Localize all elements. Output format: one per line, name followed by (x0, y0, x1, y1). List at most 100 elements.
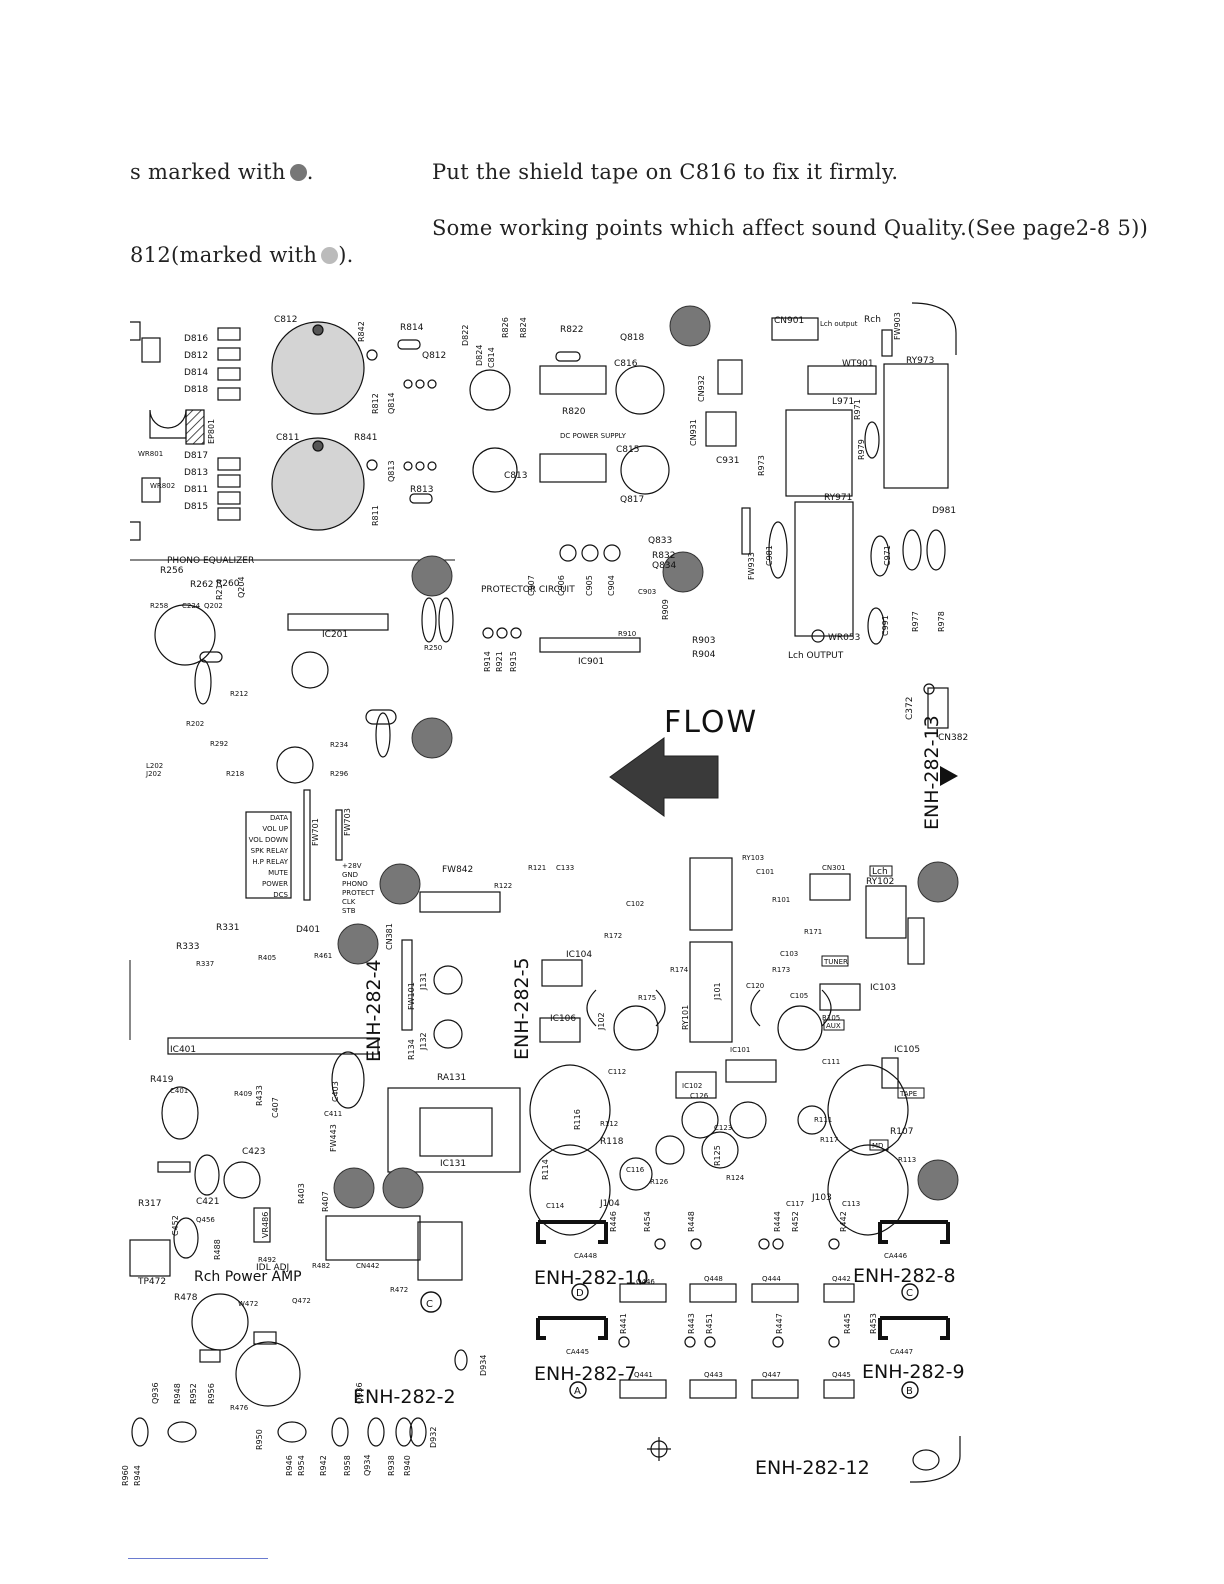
comp-label: R126 (650, 1178, 669, 1186)
flow-label: FLOW (664, 705, 758, 740)
comp-label: CA447 (890, 1348, 913, 1356)
comp-label: C224 (182, 602, 201, 610)
signal-label: MUTE (268, 869, 288, 877)
comp-label: WR802 (150, 482, 175, 490)
comp-label: R492 (258, 1256, 276, 1264)
comp-label: R113 (898, 1156, 916, 1164)
comp-label: C112 (608, 1068, 626, 1076)
comp-label: Q936 (355, 1382, 364, 1404)
comp-c372: C372 (905, 697, 915, 720)
comp-label: R258 (150, 602, 168, 610)
comp-label: VR486 (261, 1212, 270, 1238)
component-labels-vertical: R842 Q814 Q813 R812 R811 EP801 D822 D824… (121, 312, 946, 1486)
comp-label: R820 (562, 407, 586, 417)
signal-label: PHONO (342, 880, 368, 888)
comp-label: Q445 (832, 1371, 851, 1379)
comp-label: R296 (330, 770, 349, 778)
comp-label: Q934 (363, 1454, 372, 1476)
comp-label: D817 (184, 451, 208, 461)
comp-label: R337 (196, 960, 214, 968)
comp-label: C903 (638, 588, 656, 596)
comp-label: C133 (556, 864, 574, 872)
comp-label: R105 (822, 1014, 840, 1022)
comp-label: R262 (190, 580, 213, 590)
marker-dark-icon (411, 717, 453, 759)
board-ca445 (536, 1316, 608, 1340)
capacitor-c981 (768, 521, 788, 579)
section-idl-adj: IDL ADJ (256, 1263, 289, 1273)
capacitor-c812 (271, 321, 365, 415)
board-label-enh-282-12: ENH-282-12 (755, 1457, 870, 1479)
comp-label: R446 (609, 1211, 618, 1232)
comp-label: Q444 (762, 1275, 781, 1283)
comp-label: R114 (541, 1159, 550, 1180)
comp-label: C105 (790, 992, 808, 1000)
comp-label: Q447 (762, 1371, 781, 1379)
comp-label: R452 (791, 1211, 800, 1232)
connector-block (141, 337, 161, 363)
marker-c: C (906, 1288, 913, 1299)
comp-label: R333 (176, 942, 199, 952)
comp-label: Q936 (151, 1382, 160, 1404)
diode-d934 (454, 1349, 468, 1371)
board-ca446 (878, 1220, 950, 1244)
signal-label: GND (342, 871, 358, 879)
comp-label: R910 (618, 630, 636, 638)
heatsink-ep801 (149, 409, 187, 439)
signal-label: DCS (273, 891, 288, 899)
marker-dark-icon (662, 551, 704, 593)
section-rch-top: Rch (864, 315, 881, 325)
comp-label: R118 (600, 1137, 624, 1147)
tag-tuner: TUNER (823, 958, 848, 966)
connector-cn442 (325, 1215, 421, 1261)
comp-label: R488 (213, 1239, 222, 1260)
comp-label: J103 (811, 1193, 832, 1203)
comp-label: L971 (832, 397, 854, 407)
signal-label: DATA (270, 814, 288, 822)
comp-label: R904 (692, 650, 716, 660)
comp-label: R218 (226, 770, 244, 778)
comp-label: R407 (321, 1191, 330, 1212)
comp-label: R461 (314, 952, 332, 960)
comp-label: R822 (560, 325, 583, 335)
marker-dark-icon (289, 164, 307, 181)
comp-label: R472 (390, 1286, 408, 1294)
comp-label: R292 (210, 740, 228, 748)
comp-label: D816 (184, 334, 208, 344)
comp-label: FW903 (893, 312, 902, 340)
signal-label: PROTECT (342, 889, 375, 897)
comp-label: R403 (297, 1183, 306, 1204)
comp-label: CA446 (884, 1252, 908, 1260)
comp-label: R111 (814, 1116, 832, 1124)
comp-label: C816 (614, 359, 638, 369)
comp-label: C401 (170, 1087, 188, 1095)
comp-label: CN442 (356, 1262, 380, 1270)
section-lch-output-top: Lch output (820, 320, 858, 328)
comp-label: D814 (184, 368, 208, 378)
comp-label: D822 (461, 325, 470, 346)
comp-label: R121 (528, 864, 546, 872)
comp-label: R125 (713, 1145, 722, 1166)
board-label-enh-282-5: ENH-282-5 (511, 957, 533, 1060)
capacitor-c224 (154, 604, 216, 666)
comp-label: R448 (687, 1211, 696, 1232)
comp-label: RY103 (742, 854, 764, 862)
comp-label: FW703 (343, 808, 352, 836)
comp-label: R214 (215, 579, 224, 600)
comp-cn382: CN382 (938, 733, 968, 743)
comp-label: Q443 (704, 1371, 723, 1379)
capacitor-c813 (472, 447, 518, 493)
comp-label: R433 (255, 1085, 264, 1106)
comp-label: R409 (234, 1090, 252, 1098)
marker-dark-icon (333, 1167, 375, 1209)
comp-label: Q812 (422, 351, 446, 361)
marker-dark-icon (917, 1159, 959, 1201)
comp-label: R946 (285, 1455, 294, 1476)
comp-label: J101 (713, 982, 722, 1001)
comp-label: R954 (297, 1455, 306, 1476)
section-phono-equalizer: PHONO EQUALIZER (167, 556, 254, 566)
comp-label: R405 (258, 954, 276, 962)
comp-label: R443 (687, 1313, 696, 1334)
capacitor-c811 (271, 437, 365, 531)
comp-label: R117 (820, 1136, 838, 1144)
